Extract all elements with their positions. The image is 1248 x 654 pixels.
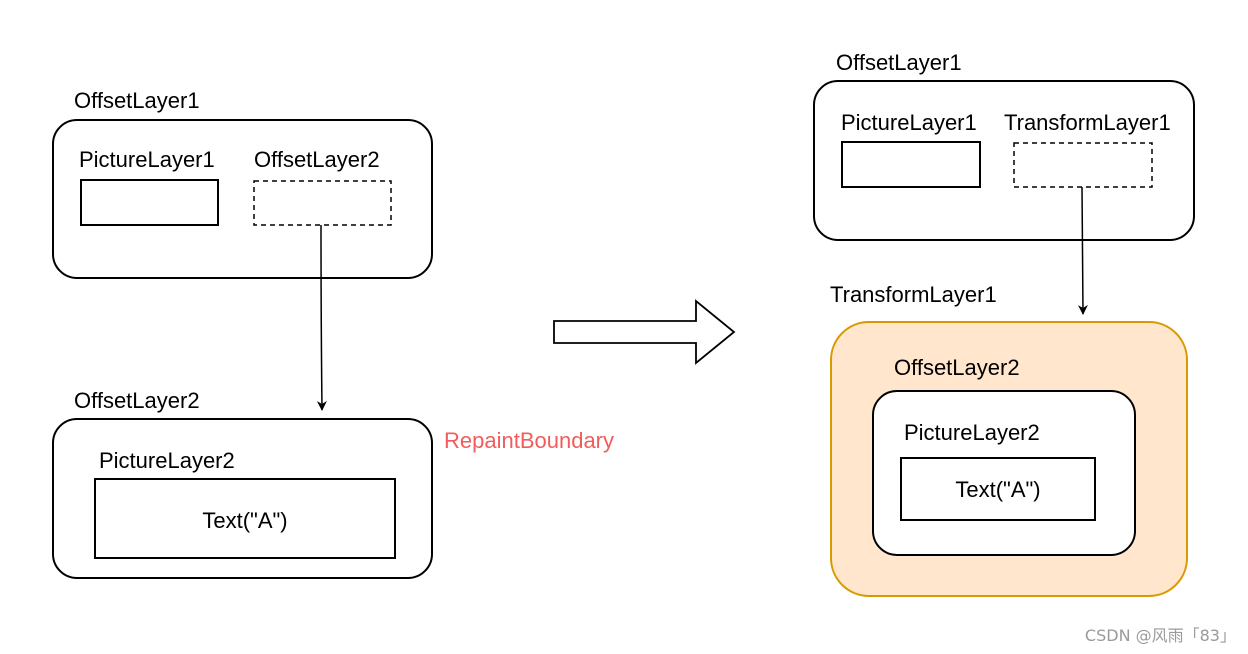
right-picture-layer1-label: PictureLayer1 [841, 110, 977, 135]
right-offset-layer2-label: OffsetLayer2 [894, 355, 1020, 380]
left-offset-layer1-label: OffsetLayer1 [74, 88, 200, 113]
left-offset-layer2-label: OffsetLayer2 [254, 147, 380, 172]
right-transform-layer1-placeholder [1013, 142, 1153, 188]
right-transform-layer1-lower-label: TransformLayer1 [830, 282, 997, 307]
left-offset-layer2-lower-label: OffsetLayer2 [74, 388, 200, 413]
left-connector-arrow [316, 224, 327, 411]
left-picture-layer2-label: PictureLayer2 [99, 448, 235, 473]
transform-arrow-icon [553, 299, 736, 365]
left-offset-layer1-container [52, 119, 433, 279]
right-text-node: Text("A") [955, 477, 1040, 502]
right-picture-layer2-label: PictureLayer2 [904, 420, 1040, 445]
right-picture-layer2-box [900, 457, 1096, 521]
left-picture-layer2-box [94, 478, 396, 559]
left-picture-layer1-box [80, 179, 219, 226]
repaint-boundary-label: RepaintBoundary [444, 428, 614, 453]
left-picture-layer1-label: PictureLayer1 [79, 147, 215, 172]
left-offset-layer2-placeholder [253, 180, 392, 226]
right-transform-layer1-label: TransformLayer1 [1004, 110, 1171, 135]
right-connector-arrow [1077, 186, 1088, 315]
right-offset-layer1-container [813, 80, 1195, 241]
left-text-node: Text("A") [202, 508, 287, 533]
right-picture-layer1-box [841, 141, 981, 188]
watermark: CSDN @风雨「83」 [1085, 626, 1236, 645]
right-offset-layer1-label: OffsetLayer1 [836, 50, 962, 75]
